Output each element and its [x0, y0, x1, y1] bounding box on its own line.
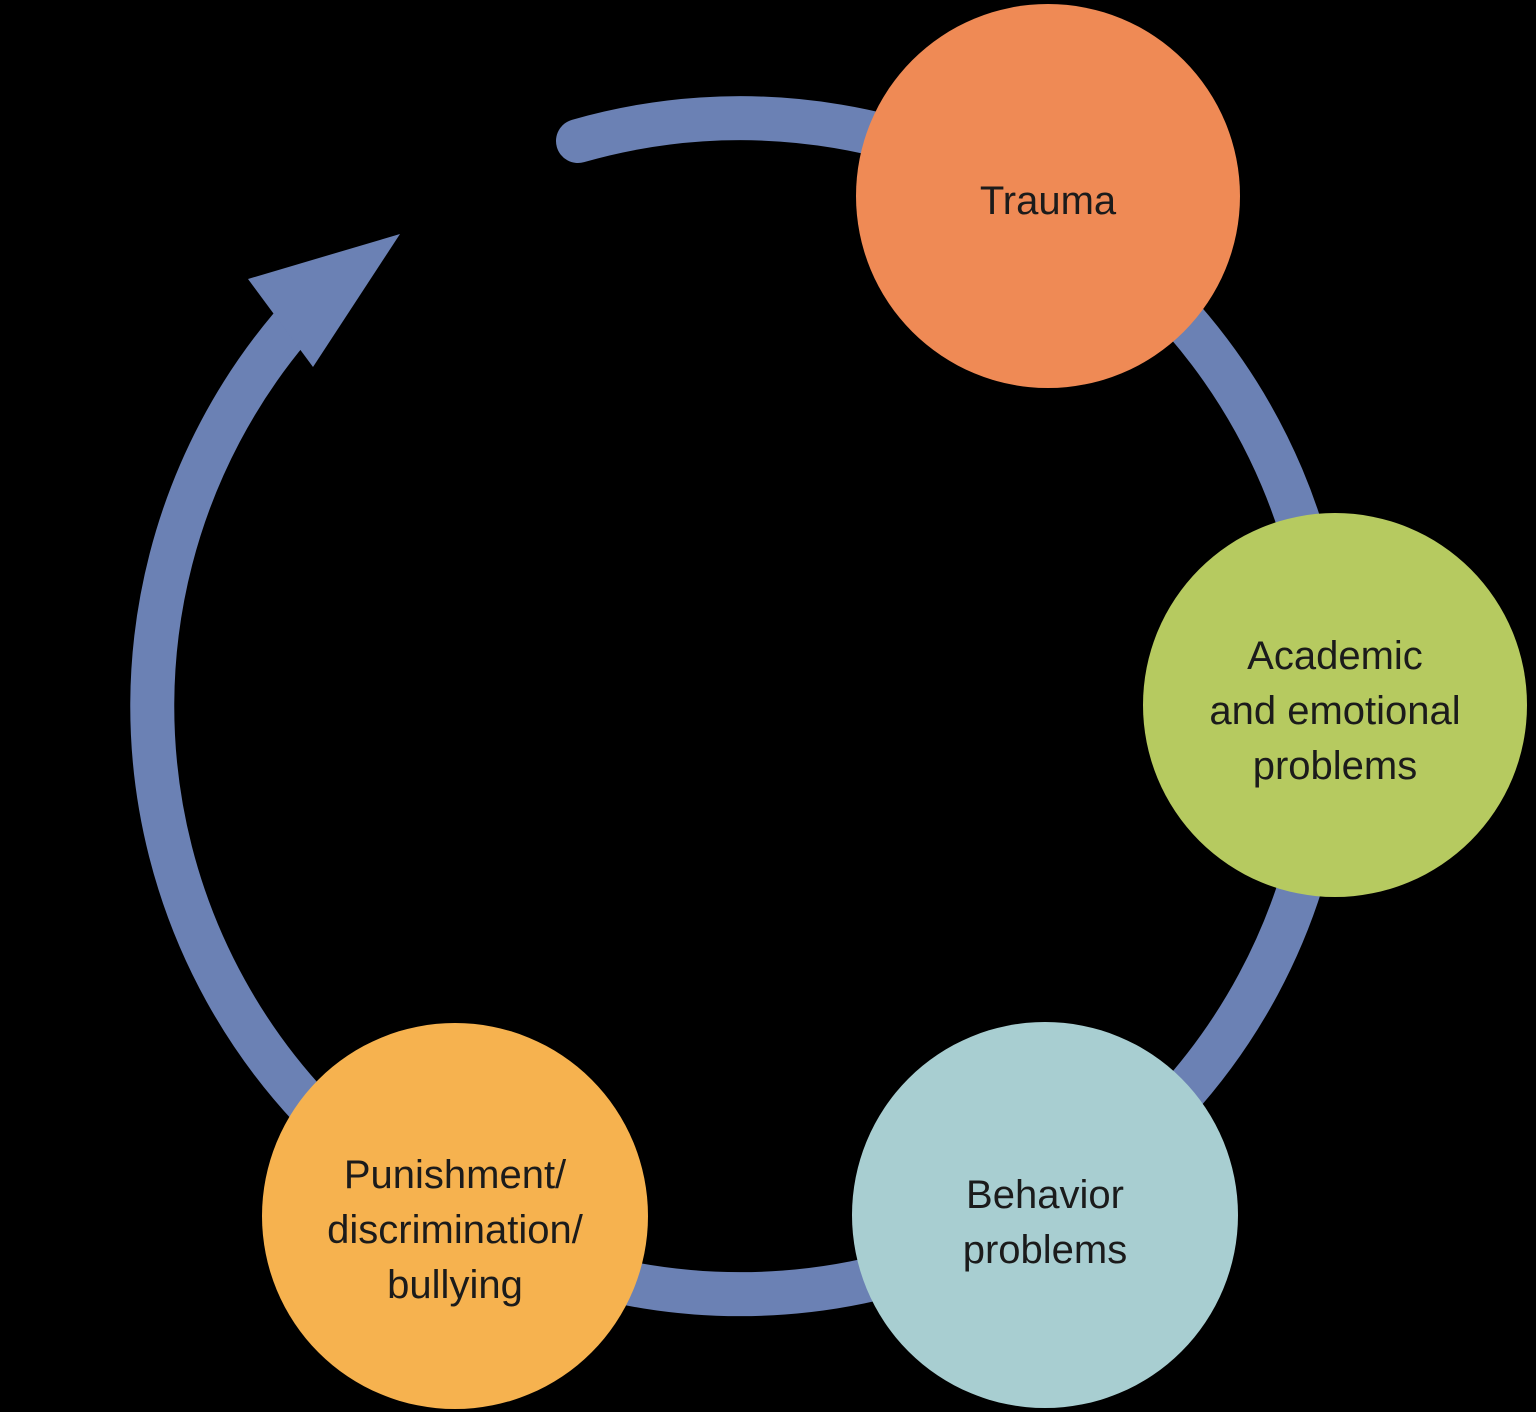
label-line: Trauma: [979, 178, 1117, 223]
label-line: problems: [1252, 743, 1418, 788]
node-behavior-problems-label: Behavior problems: [963, 1152, 1128, 1278]
label-line: bullying: [387, 1262, 523, 1307]
node-behavior-problems: Behavior problems: [852, 1022, 1238, 1408]
node-trauma-label: Trauma: [980, 164, 1116, 229]
label-line: discrimination/: [327, 1207, 583, 1252]
node-academic-emotional-problems-label: Academic and emotional problems: [1209, 617, 1460, 794]
label-line: Punishment/: [343, 1152, 567, 1197]
node-academic-emotional-problems: Academic and emotional problems: [1143, 513, 1527, 897]
label-line: Academic: [1247, 633, 1423, 678]
label-line: Behavior: [966, 1173, 1124, 1217]
label-line: and emotional: [1209, 688, 1461, 733]
node-punishment-discrimination-bullying: Punishment/ discrimination/ bullying: [262, 1023, 648, 1409]
node-trauma: Trauma: [856, 4, 1240, 388]
node-punishment-discrimination-bullying-label: Punishment/ discrimination/ bullying: [327, 1120, 583, 1313]
arrowhead-icon: [248, 234, 400, 367]
label-line: problems: [962, 1228, 1128, 1272]
